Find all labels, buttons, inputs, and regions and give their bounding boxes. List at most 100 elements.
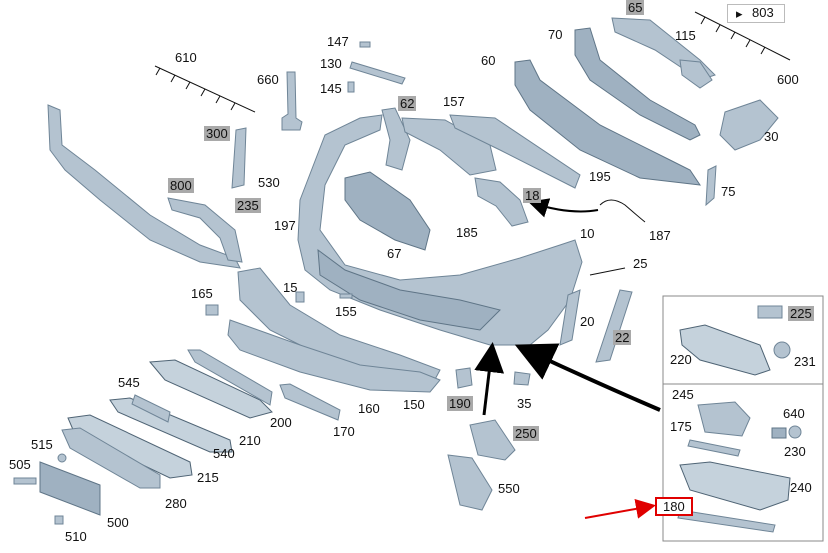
label-197: 197 <box>274 218 296 233</box>
part-25-rod <box>589 267 626 276</box>
label-240: 240 <box>790 480 812 495</box>
part-15-clip <box>295 291 305 303</box>
label-185: 185 <box>456 225 478 240</box>
part-300-bracket <box>231 127 247 189</box>
part-220-mesh <box>679 324 771 376</box>
part-540-plate <box>131 394 171 423</box>
label-180-highlighted: 180 <box>655 497 693 516</box>
part-30-bracket <box>719 99 779 151</box>
label-20: 20 <box>580 314 595 329</box>
label-115: 115 <box>675 28 696 43</box>
part-175-strip <box>687 439 741 457</box>
part-550-bracket <box>447 454 493 511</box>
label-155: 155 <box>335 304 357 319</box>
part-20-trim <box>559 289 581 346</box>
label-165: 165 <box>191 286 213 301</box>
part-640-cap <box>788 425 802 439</box>
label-145: 145 <box>320 81 342 96</box>
part-610-side-trim <box>47 104 241 269</box>
part-187-cable <box>599 199 646 223</box>
label-130: 130 <box>320 56 342 71</box>
part-231-cap <box>773 341 791 359</box>
guide-line-610 <box>154 65 256 113</box>
ref-label: 803 <box>752 5 774 20</box>
part-195-strip <box>449 114 581 189</box>
label-640: 640 <box>783 406 805 421</box>
label-300: 300 <box>204 126 230 141</box>
label-70: 70 <box>548 27 563 42</box>
part-230-plug <box>771 427 787 439</box>
part-200-strip <box>187 349 273 406</box>
part-75-bracket <box>705 165 717 207</box>
part-515-fastener <box>57 453 67 463</box>
red-pointer-arrow <box>584 498 656 519</box>
label-500: 500 <box>107 515 129 530</box>
label-18: 18 <box>523 188 542 203</box>
arrow-190 <box>474 342 505 416</box>
label-215: 215 <box>197 470 219 485</box>
label-600: 600 <box>777 72 799 87</box>
label-550: 550 <box>498 481 520 496</box>
part-660 <box>281 71 303 131</box>
label-505: 505 <box>9 457 31 472</box>
arrow-inset <box>514 343 661 412</box>
arrow-ref-icon: ▸ <box>736 6 743 21</box>
label-515: 515 <box>31 437 53 452</box>
part-22-trim <box>595 289 633 363</box>
label-660: 660 <box>257 72 279 87</box>
part-545-mesh <box>148 359 273 419</box>
label-22: 22 <box>613 330 632 345</box>
label-510: 510 <box>65 529 87 544</box>
part-505-bolt <box>13 477 37 485</box>
arrow-18 <box>528 198 599 218</box>
label-190: 190 <box>447 396 473 411</box>
label-157: 157 <box>443 94 465 109</box>
guide-line-600 <box>694 11 791 61</box>
label-60: 60 <box>481 53 496 68</box>
part-165-clip <box>205 304 219 316</box>
part-280-trim <box>61 427 161 489</box>
label-245: 245 <box>672 387 694 402</box>
label-147: 147 <box>327 34 349 49</box>
part-130-strip <box>349 61 406 85</box>
part-510-clip <box>54 515 64 525</box>
label-25: 25 <box>633 256 648 271</box>
part-60-impact-beam <box>514 59 702 186</box>
part-170-strip <box>279 383 341 421</box>
label-530: 530 <box>258 175 280 190</box>
label-35: 35 <box>517 396 532 411</box>
label-210: 210 <box>239 433 261 448</box>
label-231: 231 <box>794 354 816 369</box>
part-70-absorber <box>574 27 701 141</box>
label-187: 187 <box>649 228 671 243</box>
label-160: 160 <box>358 401 380 416</box>
part-62-side-bracket <box>381 107 411 171</box>
label-230: 230 <box>784 444 806 459</box>
label-75: 75 <box>721 184 736 199</box>
label-235: 235 <box>235 198 261 213</box>
part-210-mesh <box>109 397 233 453</box>
part-67-grille-frame <box>344 171 431 251</box>
label-610: 610 <box>175 50 197 65</box>
label-225: 225 <box>788 306 814 321</box>
label-200: 200 <box>270 415 292 430</box>
part-18-trim <box>474 177 529 227</box>
label-150: 150 <box>403 397 425 412</box>
part-115-bracket <box>679 59 713 89</box>
part-145-clip <box>347 81 355 93</box>
label-30: 30 <box>764 129 779 144</box>
part-240-mesh <box>679 461 791 511</box>
part-35-bracket <box>513 371 531 386</box>
label-250: 250 <box>513 426 539 441</box>
label-62: 62 <box>398 96 417 111</box>
part-155-clip <box>339 293 353 299</box>
label-800: 800 <box>168 178 194 193</box>
part-800-frame <box>167 197 243 263</box>
part-190-bracket <box>455 367 473 389</box>
label-170: 170 <box>333 424 355 439</box>
label-280: 280 <box>165 496 187 511</box>
part-175-frame <box>697 401 751 437</box>
part-160-spoiler <box>237 267 441 386</box>
part-10-bumper-opening <box>317 248 501 331</box>
